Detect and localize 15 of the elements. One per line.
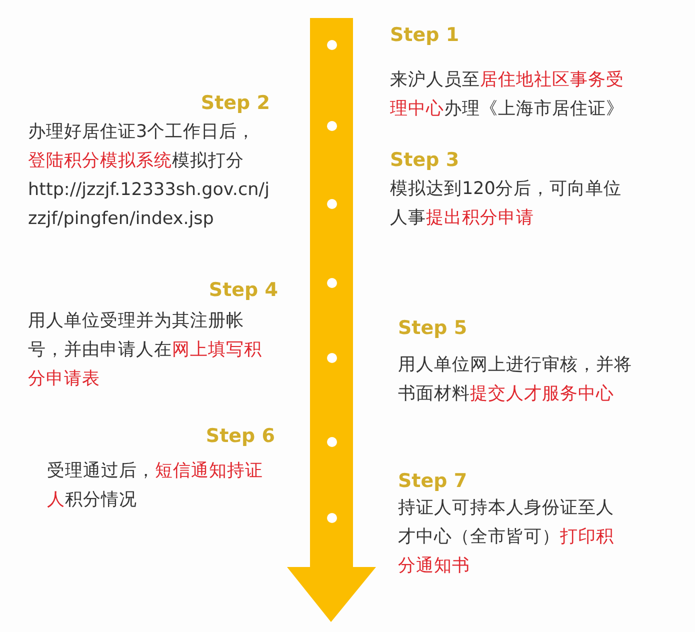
step-heading: Step 3 — [390, 148, 460, 173]
step-description: 用人单位受理并为其注册帐号，并由申请人在网上填写积分申请表 — [28, 310, 263, 391]
step-heading: Step 5 — [398, 316, 468, 341]
step-description: 用人单位网上进行审核，并将书面材料提交人才服务中心 — [398, 354, 633, 406]
step-heading: Step 4 — [208, 278, 278, 303]
step-heading: Step 2 — [200, 91, 270, 116]
step-description: 受理通过后，短信通知持证人积分情况 — [47, 460, 264, 512]
step-heading: Step 7 — [398, 469, 468, 494]
step-heading: Step 6 — [204, 424, 275, 449]
timeline-arrow — [287, 18, 376, 622]
step-description: 来沪人员至居住地社区事务受理中心办理《上海市居住证》 — [390, 69, 625, 121]
step-description: 持证人可持本人身份证至人才中心（全市皆可）打印积分通知书 — [398, 497, 615, 578]
step-description: 模拟达到120分后，可向单位人事提出积分申请 — [390, 178, 622, 230]
step-description: 办理好居住证3个工作日后，登陆积分模拟系统模拟打分 http://jzzjf.12333sh.gov.cn/jzzjf/pingfen/index.jsp — [28, 121, 270, 231]
step-heading: Step 1 — [390, 23, 460, 48]
